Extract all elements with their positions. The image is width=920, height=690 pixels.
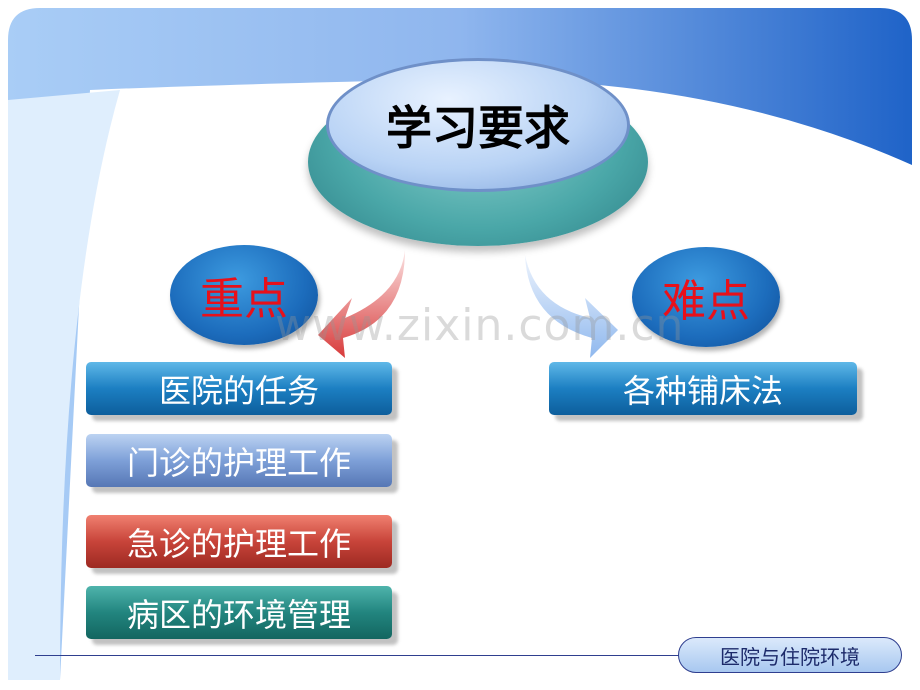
red-arrow-icon: [318, 250, 405, 358]
blue-arrow-icon: [525, 255, 618, 358]
difficulty-item[interactable]: 各种铺床法: [549, 362, 857, 415]
key-points-badge: 重点: [170, 245, 318, 345]
footer-divider: [35, 655, 685, 656]
key-point-item[interactable]: 医院的任务: [86, 362, 392, 415]
footer-label: 医院与住院环境: [678, 637, 902, 673]
key-point-item[interactable]: 急诊的护理工作: [86, 515, 392, 568]
watermark: www.zixin.com.cn: [275, 300, 685, 351]
key-point-item[interactable]: 门诊的护理工作: [86, 434, 392, 487]
key-point-item[interactable]: 病区的环境管理: [86, 586, 392, 639]
difficulties-badge: 难点: [632, 247, 780, 347]
slide-title: 学习要求: [326, 58, 630, 192]
